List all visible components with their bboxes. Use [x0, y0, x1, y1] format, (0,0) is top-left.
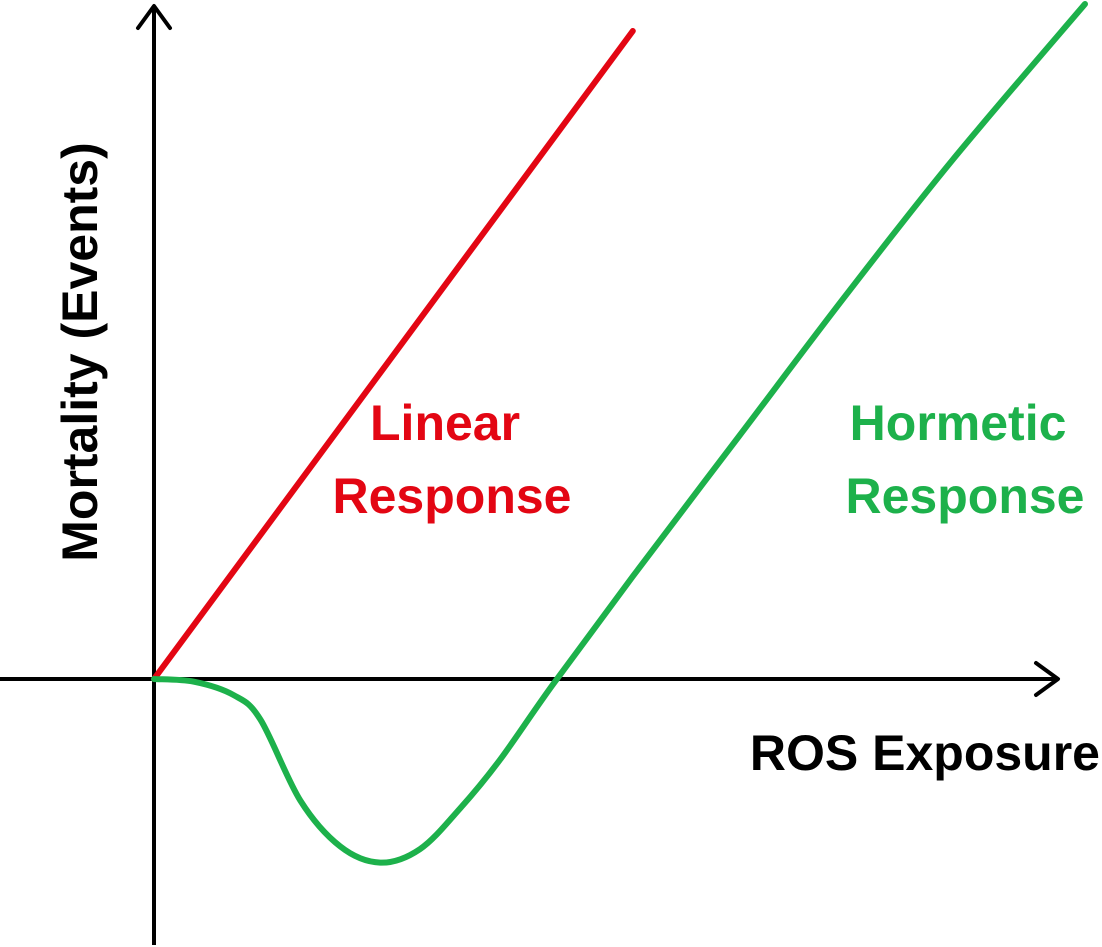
series-label-linear-response-line-1: Linear	[370, 395, 520, 451]
x-axis-label: ROS Exposure	[750, 725, 1100, 781]
series-label-hormetic-response-line-2: Response	[846, 468, 1085, 524]
y-axis-arrow-icon	[136, 4, 172, 30]
series-line-linear-response	[151, 28, 636, 682]
series-label-linear-response: Linear Response	[333, 395, 572, 524]
series-line-hormetic-response	[151, 1, 1088, 866]
y-axis-label: Mortality (Events)	[52, 142, 108, 562]
series-label-linear-response-line-2: Response	[333, 468, 572, 524]
series-label-hormetic-response-line-1: Hormetic	[850, 395, 1067, 451]
x-axis-arrow-icon	[1034, 661, 1060, 697]
series-label-hormetic-response: Hormetic Response	[846, 395, 1085, 524]
